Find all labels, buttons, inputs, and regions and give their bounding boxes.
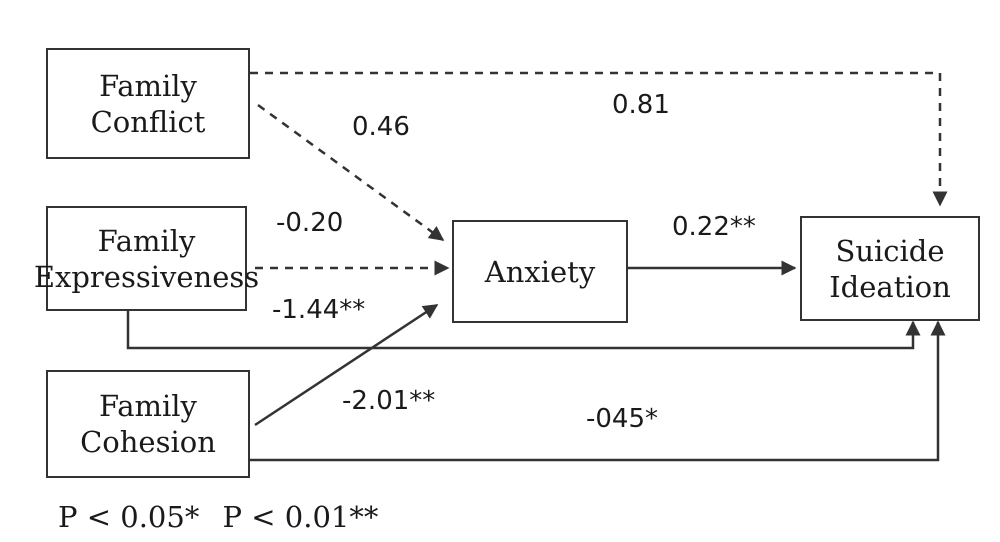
path-expressiveness-suicide (126, 311, 921, 350)
coef-cohesion-anxiety: -2.01** (342, 386, 436, 416)
coef-conflict-suicide: 0.81 (612, 90, 670, 120)
node-suicide-ideation-label: Suicide Ideation (829, 233, 951, 304)
legend-p01: P < 0.01** (222, 500, 379, 534)
coef-expressiveness-suicide: -1.44** (272, 295, 366, 325)
coef-conflict-anxiety: 0.46 (352, 112, 410, 142)
coef-anxiety-suicide: 0.22** (672, 212, 756, 242)
node-anxiety-label: Anxiety (484, 254, 596, 289)
path-conflict-suicide (250, 71, 948, 207)
node-family-conflict-label: Family Conflict (90, 68, 206, 139)
legend-p05: P < 0.05* (58, 500, 200, 534)
node-family-expressiveness-label: Family Expressiveness (33, 223, 260, 294)
node-family-conflict: Family Conflict (46, 48, 250, 159)
coef-expressiveness-anxiety: -0.20 (276, 208, 344, 238)
node-suicide-ideation: Suicide Ideation (800, 216, 980, 321)
significance-legend: P < 0.05* P < 0.01** (58, 500, 392, 534)
node-family-expressiveness: Family Expressiveness (34, 206, 259, 311)
coef-cohesion-suicide: -045* (586, 404, 659, 434)
path-cohesion-anxiety (254, 303, 439, 427)
node-family-cohesion: Family Cohesion (46, 370, 250, 478)
node-family-cohesion-label: Family Cohesion (80, 389, 216, 459)
path-cohesion-suicide (250, 320, 946, 462)
node-anxiety: Anxiety (452, 220, 628, 323)
